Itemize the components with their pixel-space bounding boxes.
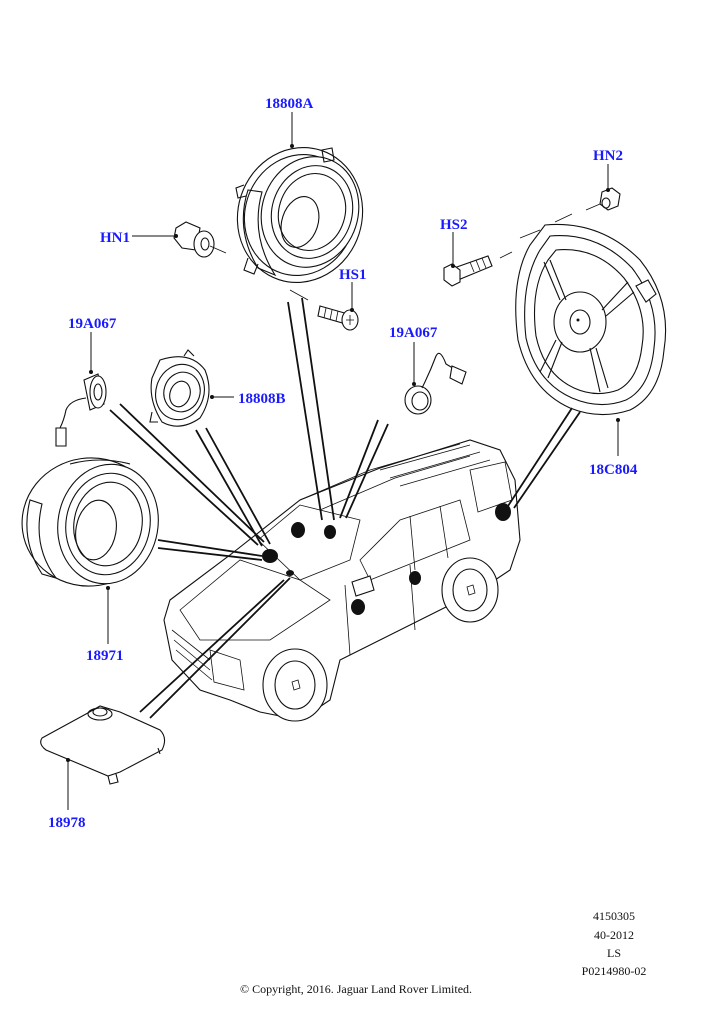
tweeter-19a067-right[interactable] bbox=[404, 352, 467, 415]
speaker-18c804[interactable] bbox=[515, 213, 667, 416]
location-blob bbox=[495, 503, 511, 521]
speaker-18808b[interactable] bbox=[149, 349, 212, 427]
screw-hs1[interactable] bbox=[289, 289, 359, 331]
tweeter-19a067-left[interactable] bbox=[55, 373, 107, 447]
reference-line-3: LS bbox=[607, 946, 621, 960]
callout-18978[interactable]: 18978 bbox=[48, 815, 86, 831]
callout-hn2[interactable]: HN2 bbox=[593, 148, 623, 164]
nut-hn2[interactable] bbox=[585, 187, 621, 211]
callout-19a067-right[interactable]: 19A067 bbox=[389, 325, 438, 341]
callout-18971[interactable]: 18971 bbox=[86, 648, 124, 664]
bolt-hs2[interactable] bbox=[443, 251, 513, 287]
vehicle-outline bbox=[163, 439, 521, 722]
callout-hs2[interactable]: HS2 bbox=[440, 217, 468, 233]
speaker-18971[interactable] bbox=[14, 449, 168, 595]
speaker-18808a[interactable] bbox=[220, 131, 380, 299]
reference-line-1: 4150305 bbox=[593, 909, 635, 923]
pointer-lines bbox=[109, 297, 581, 719]
callout-19a067-left[interactable]: 19A067 bbox=[68, 316, 117, 332]
location-blob bbox=[286, 570, 294, 576]
leader-lines bbox=[66, 112, 620, 810]
reference-line-2: 40-2012 bbox=[594, 928, 634, 942]
location-blob bbox=[351, 599, 365, 615]
callout-18808b[interactable]: 18808B bbox=[238, 391, 286, 407]
location-blob bbox=[291, 522, 305, 538]
nut-hn1[interactable] bbox=[173, 221, 227, 258]
copyright-notice: © Copyright, 2016. Jaguar Land Rover Lim… bbox=[240, 982, 472, 996]
location-blob bbox=[324, 525, 336, 539]
callout-hs1[interactable]: HS1 bbox=[339, 267, 367, 283]
reference-block: 4150305 40-2012 LS P0214980-02 bbox=[582, 909, 647, 978]
cover-18978[interactable] bbox=[40, 705, 166, 785]
reference-line-4: P0214980-02 bbox=[582, 964, 647, 978]
location-blob bbox=[409, 571, 421, 585]
callout-18808a[interactable]: 18808A bbox=[265, 96, 314, 112]
callout-18c804[interactable]: 18C804 bbox=[589, 462, 638, 478]
callout-hn1[interactable]: HN1 bbox=[100, 230, 130, 246]
location-blob bbox=[262, 549, 278, 563]
